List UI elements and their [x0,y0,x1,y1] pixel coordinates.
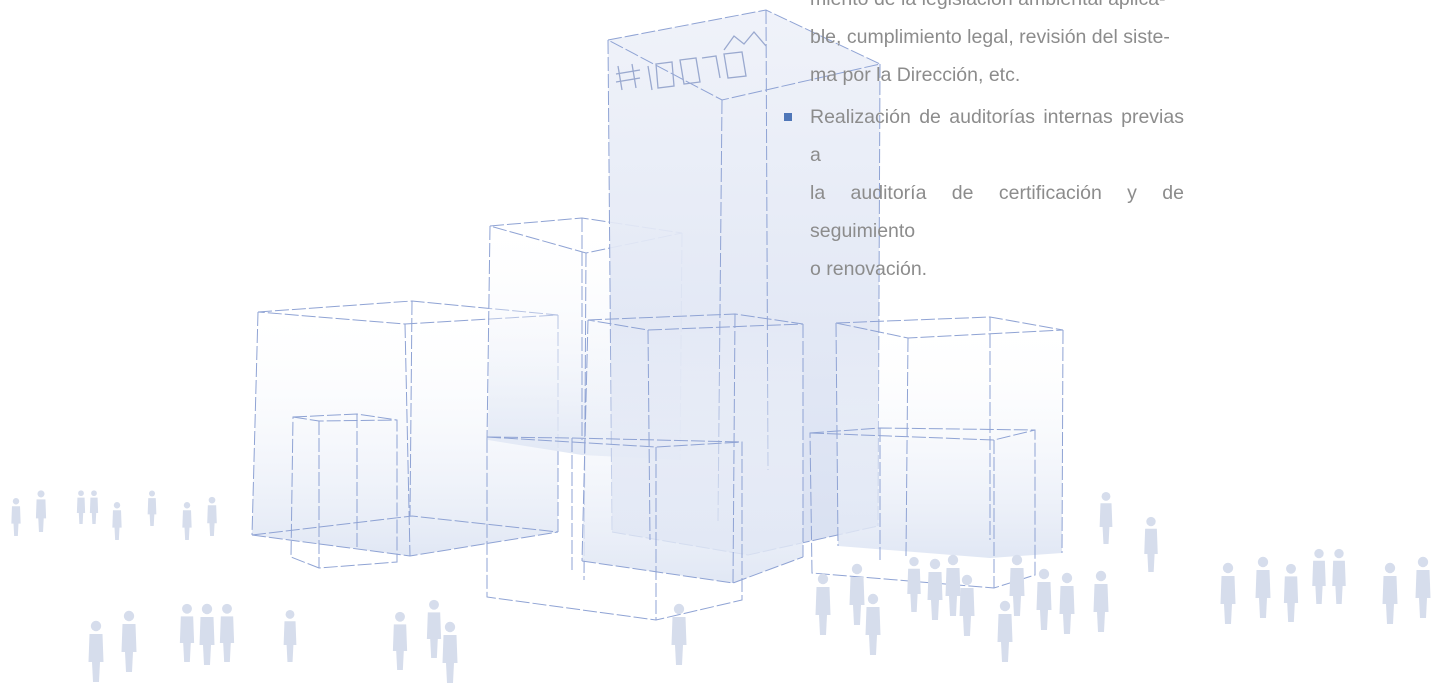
building-right [835,316,1064,558]
tower-logo-image [615,30,767,91]
building-center-right [581,313,804,584]
building-front-low [486,436,743,621]
bullet-square-icon [784,113,792,121]
bullet-line: ma por la Dirección, etc. [810,64,1021,86]
building-left-small [290,413,398,569]
bullet-item-internal-audits: Realización de auditorías internas previ… [772,98,1184,288]
bullet-item-legislation: miento de la legislación ambiental aplic… [772,0,1184,94]
bullet-line: o renovación. [810,258,928,280]
bullet-list: miento de la legislación ambiental aplic… [772,0,1184,292]
bullet-line: Realización de auditorías internas previ… [810,106,1184,166]
bullet-line: la auditoría de certificación y de segui… [810,182,1184,242]
building-right-front [809,427,1036,589]
bullet-line: ble, cumplimiento legal, revisión del si… [810,26,1170,48]
bullet-line: miento de la legislación ambiental aplic… [810,0,1184,18]
buildings-group [251,9,1064,621]
